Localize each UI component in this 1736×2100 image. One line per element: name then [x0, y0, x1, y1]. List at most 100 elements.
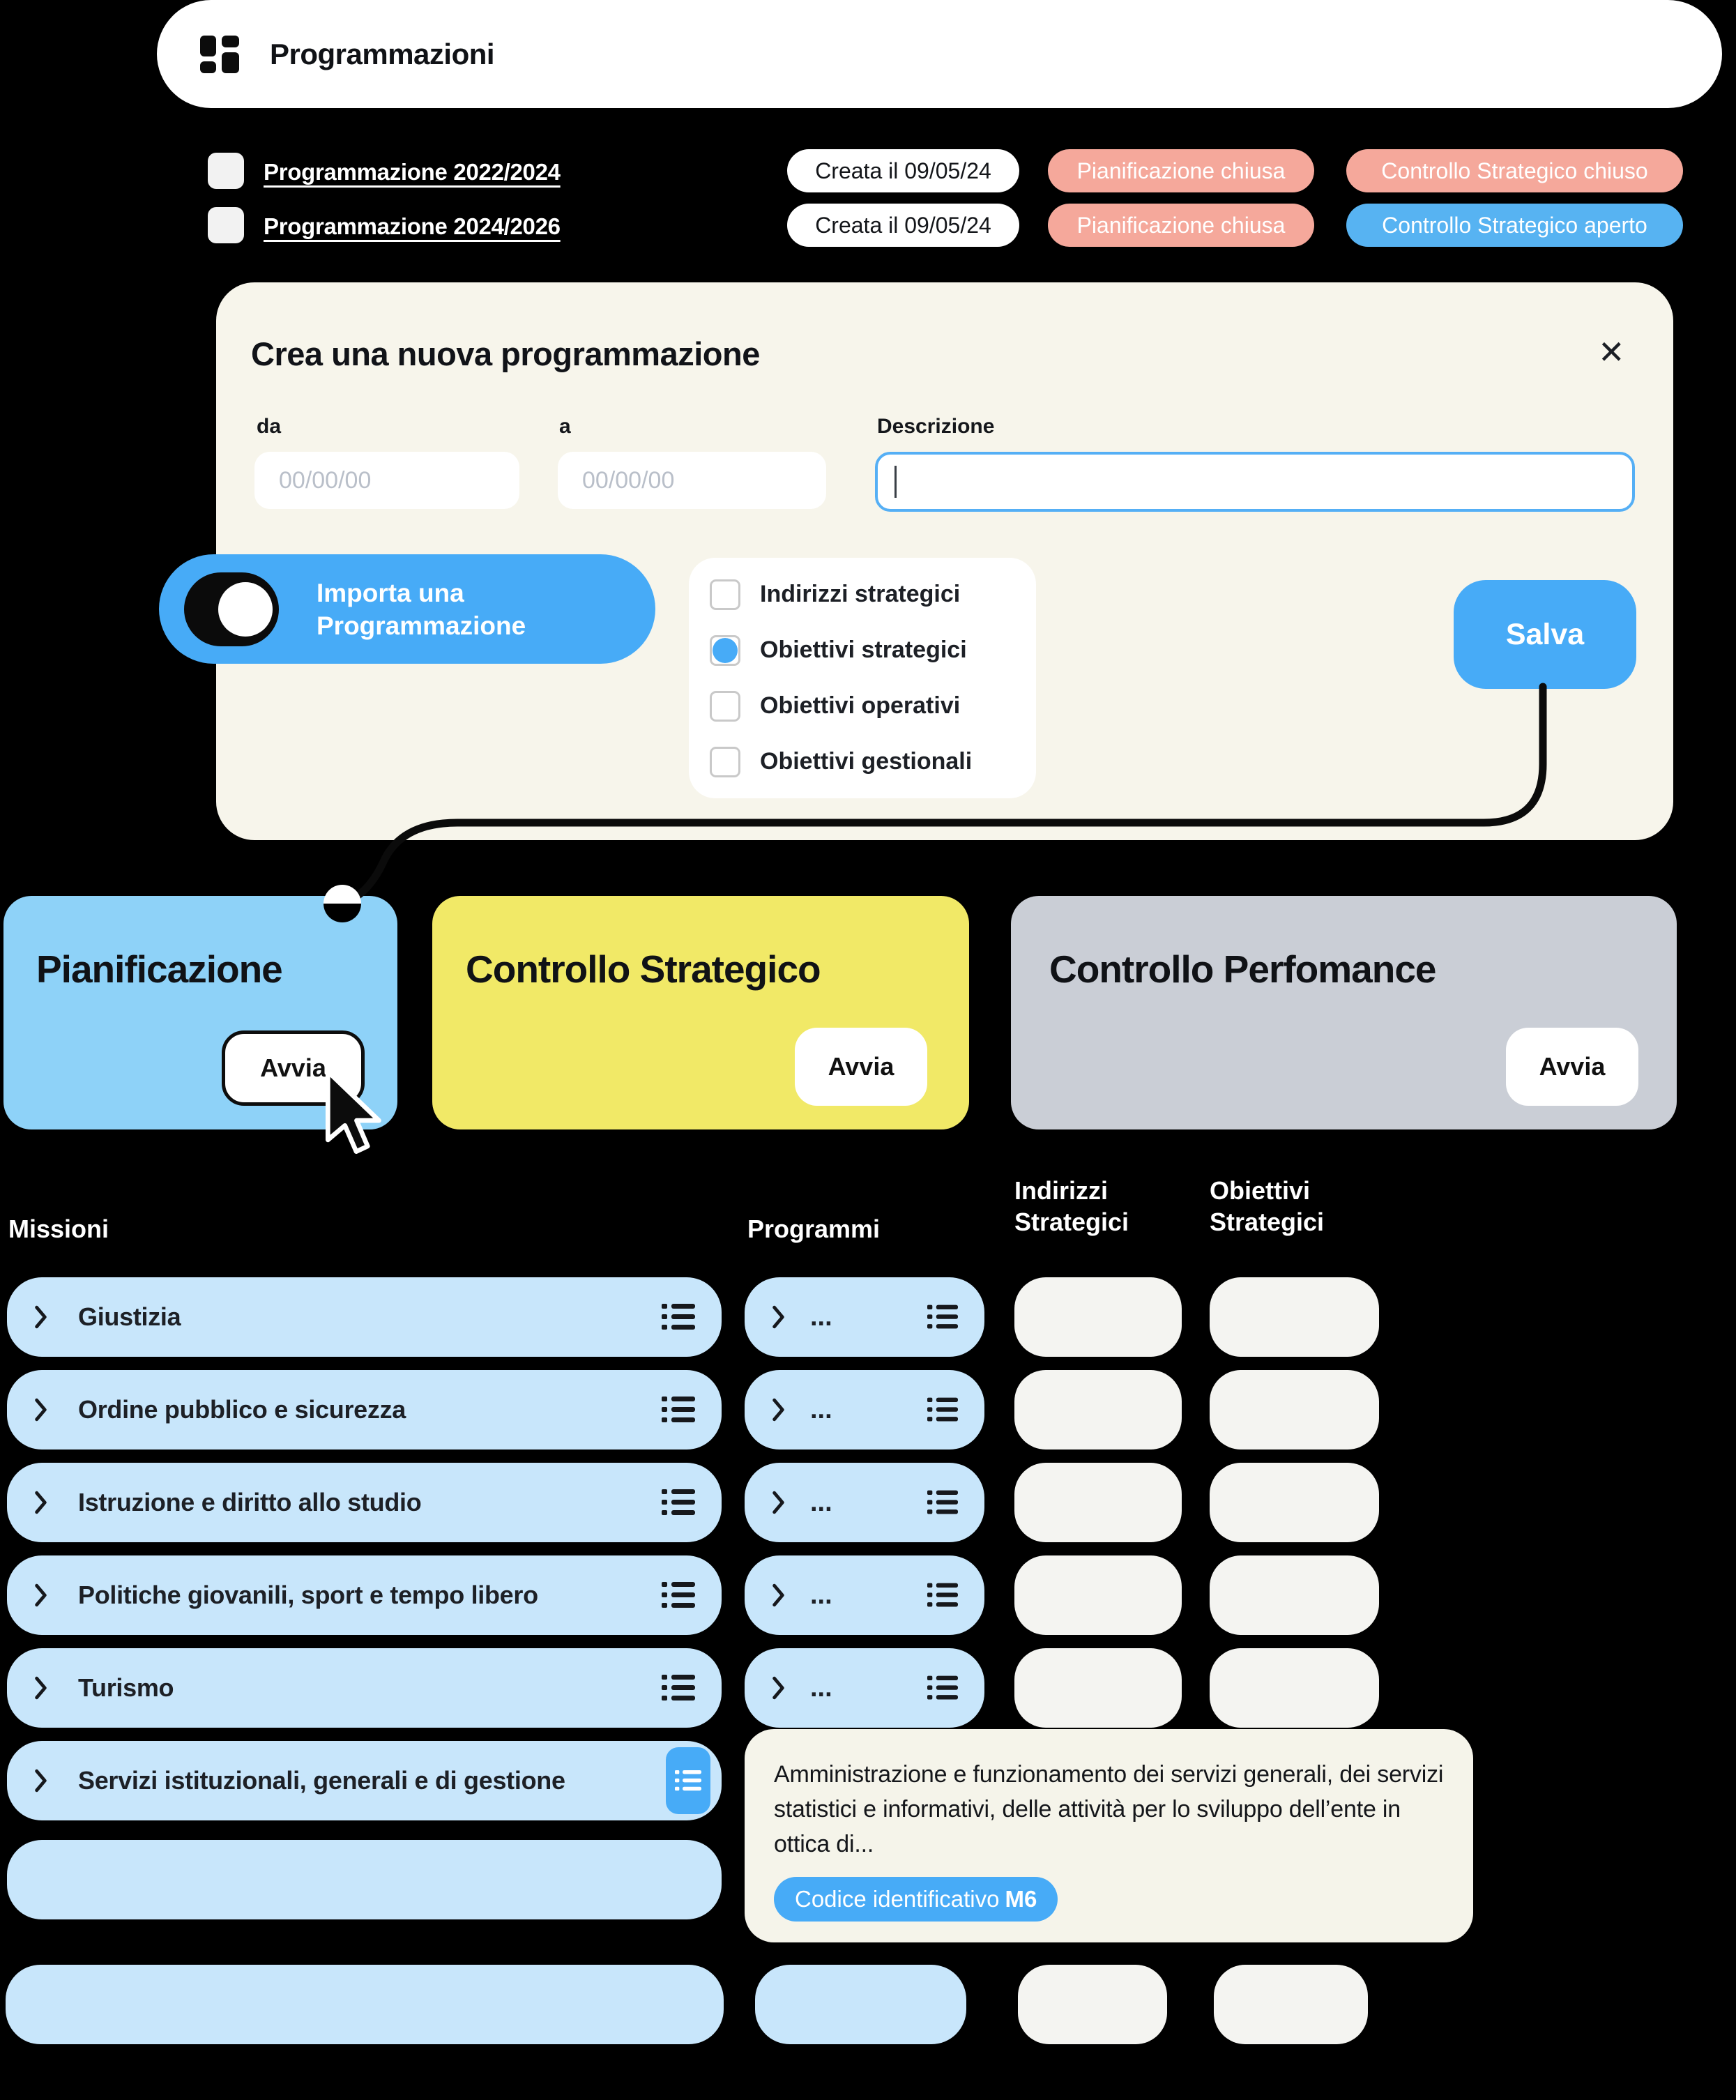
column-header-programmi: Programmi [747, 1215, 881, 1243]
column-header-missioni: Missioni [8, 1215, 109, 1243]
programma-row[interactable]: ... [745, 1370, 984, 1450]
chevron-right-icon[interactable] [771, 1491, 786, 1514]
list-icon[interactable] [662, 1581, 695, 1610]
mission-label: Ordine pubblico e sicurezza [78, 1395, 406, 1424]
list-icon[interactable] [662, 1673, 695, 1703]
list-icon[interactable] [927, 1489, 958, 1516]
checkbox-unchecked-icon[interactable] [710, 579, 740, 610]
created-badge: Creata il 09/05/24 [787, 149, 1019, 192]
chevron-right-icon[interactable] [771, 1305, 786, 1329]
row-checkbox[interactable] [208, 153, 244, 189]
description-tooltip: Amministrazione e funzionamento dei serv… [745, 1729, 1473, 1942]
empty-programma-row [755, 1965, 966, 2044]
cursor-icon [325, 1069, 381, 1154]
mission-label: Politiche giovanili, sport e tempo liber… [78, 1581, 538, 1609]
status-badge-controllo: Controllo Strategico aperto [1346, 204, 1683, 247]
date-from-input[interactable] [254, 452, 519, 509]
chevron-right-icon[interactable] [33, 1769, 49, 1793]
mission-label: Giustizia [78, 1302, 181, 1331]
avvia-button-controllo-strategico[interactable]: Avvia [795, 1028, 927, 1106]
row-checkbox[interactable] [208, 207, 244, 243]
option-indirizzi-strategici[interactable]: Indirizzi strategici [689, 567, 1036, 623]
ellipsis-label: ... [810, 1394, 832, 1424]
mission-row[interactable]: Politiche giovanili, sport e tempo liber… [7, 1555, 722, 1635]
obiettivi-cell [1210, 1277, 1379, 1357]
indirizzi-cell [1014, 1277, 1182, 1357]
programmazione-link[interactable]: Programmazione 2024/2026 [264, 213, 561, 239]
status-badge-pianificazione: Pianificazione chiusa [1048, 204, 1314, 247]
chevron-right-icon[interactable] [771, 1398, 786, 1422]
avvia-button-controllo-perfomance[interactable]: Avvia [1506, 1028, 1638, 1106]
dashboard-grid-icon [200, 35, 239, 73]
status-badge-controllo: Controllo Strategico chiuso [1346, 149, 1683, 192]
chevron-right-icon[interactable] [33, 1583, 49, 1607]
ellipsis-label: ... [810, 1487, 832, 1517]
date-to-input[interactable] [558, 452, 826, 509]
indirizzi-cell [1014, 1648, 1182, 1728]
mission-label: Istruzione e diritto allo studio [78, 1488, 422, 1516]
obiettivi-cell [1210, 1370, 1379, 1450]
empty-mission-row [7, 1840, 722, 1919]
chevron-right-icon[interactable] [33, 1676, 49, 1700]
chevron-right-icon[interactable] [33, 1398, 49, 1422]
mission-row[interactable]: Istruzione e diritto allo studio [7, 1463, 722, 1542]
programma-row[interactable]: ... [745, 1555, 984, 1635]
card-title: Controllo Strategico [466, 948, 821, 991]
chevron-right-icon[interactable] [33, 1305, 49, 1329]
checkbox-checked-icon[interactable] [710, 634, 740, 666]
save-button[interactable]: Salva [1454, 580, 1636, 689]
mission-row[interactable]: Giustizia [7, 1277, 722, 1357]
ellipsis-label: ... [810, 1302, 832, 1332]
toggle-label: Importa una Programmazione [317, 578, 526, 640]
obiettivi-cell [1210, 1648, 1379, 1728]
empty-mission-row [6, 1965, 724, 2044]
created-badge: Creata il 09/05/24 [787, 204, 1019, 247]
import-options-card: Indirizzi strategici Obiettivi strategic… [689, 558, 1036, 798]
list-icon[interactable] [662, 1395, 695, 1424]
chevron-right-icon[interactable] [771, 1676, 786, 1700]
option-obiettivi-strategici[interactable]: Obiettivi strategici [689, 623, 1036, 678]
list-icon[interactable] [927, 1303, 958, 1331]
obiettivi-cell [1210, 1555, 1379, 1635]
mission-row[interactable]: Ordine pubblico e sicurezza [7, 1370, 722, 1450]
chevron-right-icon[interactable] [771, 1583, 786, 1607]
ellipsis-label: ... [810, 1580, 832, 1610]
chevron-right-icon[interactable] [33, 1491, 49, 1514]
mission-row-servizi[interactable]: Servizi istituzionali, generali e di ges… [7, 1741, 722, 1820]
code-badge-value: M6 [1005, 1886, 1037, 1912]
list-icon [675, 1770, 701, 1791]
list-icon-button-active[interactable] [666, 1747, 710, 1814]
list-icon[interactable] [662, 1488, 695, 1517]
label-descrizione: Descrizione [877, 415, 995, 438]
app-header: Programmazioni [157, 0, 1722, 108]
checkbox-unchecked-icon[interactable] [710, 746, 740, 777]
indirizzi-cell [1014, 1370, 1182, 1450]
indirizzi-cell [1018, 1965, 1167, 2044]
programma-row[interactable]: ... [745, 1648, 984, 1728]
import-toggle[interactable]: Importa una Programmazione [159, 554, 655, 664]
obiettivi-cell [1214, 1965, 1368, 2044]
list-icon[interactable] [662, 1302, 695, 1332]
programmazione-link[interactable]: Programmazione 2022/2024 [264, 159, 561, 185]
mission-row[interactable]: Turismo [7, 1648, 722, 1728]
programma-row[interactable]: ... [745, 1463, 984, 1542]
column-header-obiettivi: Obiettivi Strategici [1210, 1176, 1325, 1236]
list-icon[interactable] [927, 1396, 958, 1424]
toggle-switch-icon[interactable] [184, 572, 279, 646]
indirizzi-cell [1014, 1555, 1182, 1635]
checkbox-unchecked-icon[interactable] [710, 690, 740, 722]
ellipsis-label: ... [810, 1673, 832, 1703]
label-da: da [257, 415, 282, 438]
list-icon[interactable] [927, 1674, 958, 1702]
card-title: Pianificazione [36, 948, 283, 991]
programma-row[interactable]: ... [745, 1277, 984, 1357]
description-input[interactable] [875, 452, 1635, 512]
indirizzi-cell [1014, 1463, 1182, 1542]
code-badge: Codice identificativo M6 [774, 1877, 1058, 1922]
option-obiettivi-gestionali[interactable]: Obiettivi gestionali [689, 734, 1036, 790]
text-caret [894, 466, 897, 498]
list-icon[interactable] [927, 1581, 958, 1609]
close-icon[interactable]: ✕ [1598, 334, 1625, 370]
option-obiettivi-operativi[interactable]: Obiettivi operativi [689, 678, 1036, 734]
